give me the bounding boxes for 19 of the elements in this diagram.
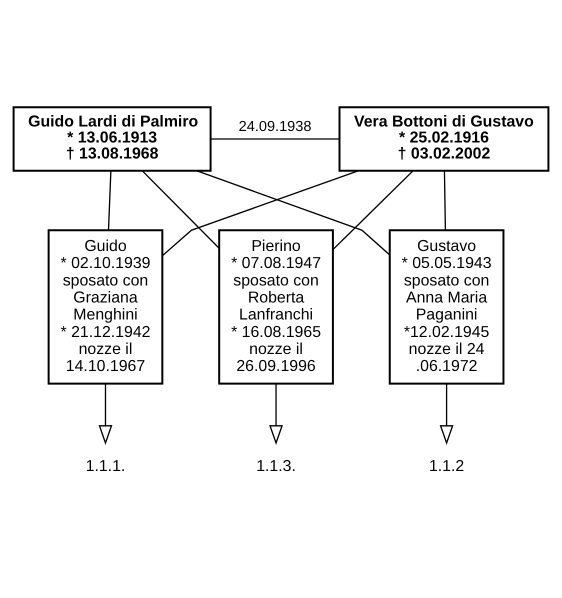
node-box: Vera Bottoni di Gustavo * 25.02.1916 † 03.02.2002 <box>338 106 550 172</box>
connector <box>162 170 359 256</box>
connector <box>210 138 340 140</box>
arrow <box>440 384 454 445</box>
node-box: Guido Lardi di Palmiro * 13.06.1913 † 13.08.1968 <box>12 106 212 172</box>
connector <box>196 170 390 256</box>
node-box: Gustavo * 05.05.1943 sposato con Anna Maria Paganini *12.02.1945 nozze il 24 .06.1972 <box>388 229 504 385</box>
node-box: Pierino * 07.08.1947 sposato con Roberta Lanfranchi * 16.08.1965 nozze il 26.09.1996 <box>218 229 334 385</box>
connector <box>332 170 414 250</box>
node-text: 1.1.3. <box>256 458 296 476</box>
node-text: 1.1.1. <box>86 458 126 476</box>
node-text: 1.1.2 <box>428 458 464 476</box>
node-box: Guido * 02.10.1939 sposato con Graziana Menghini * 21.12.1942 nozze il 14.10.1967 <box>48 229 164 385</box>
arrow <box>98 384 112 445</box>
arrow <box>269 384 283 445</box>
connector <box>108 171 112 230</box>
connector <box>142 170 220 248</box>
connector <box>444 171 446 230</box>
edge-label: 24.09.1938 <box>238 118 312 135</box>
